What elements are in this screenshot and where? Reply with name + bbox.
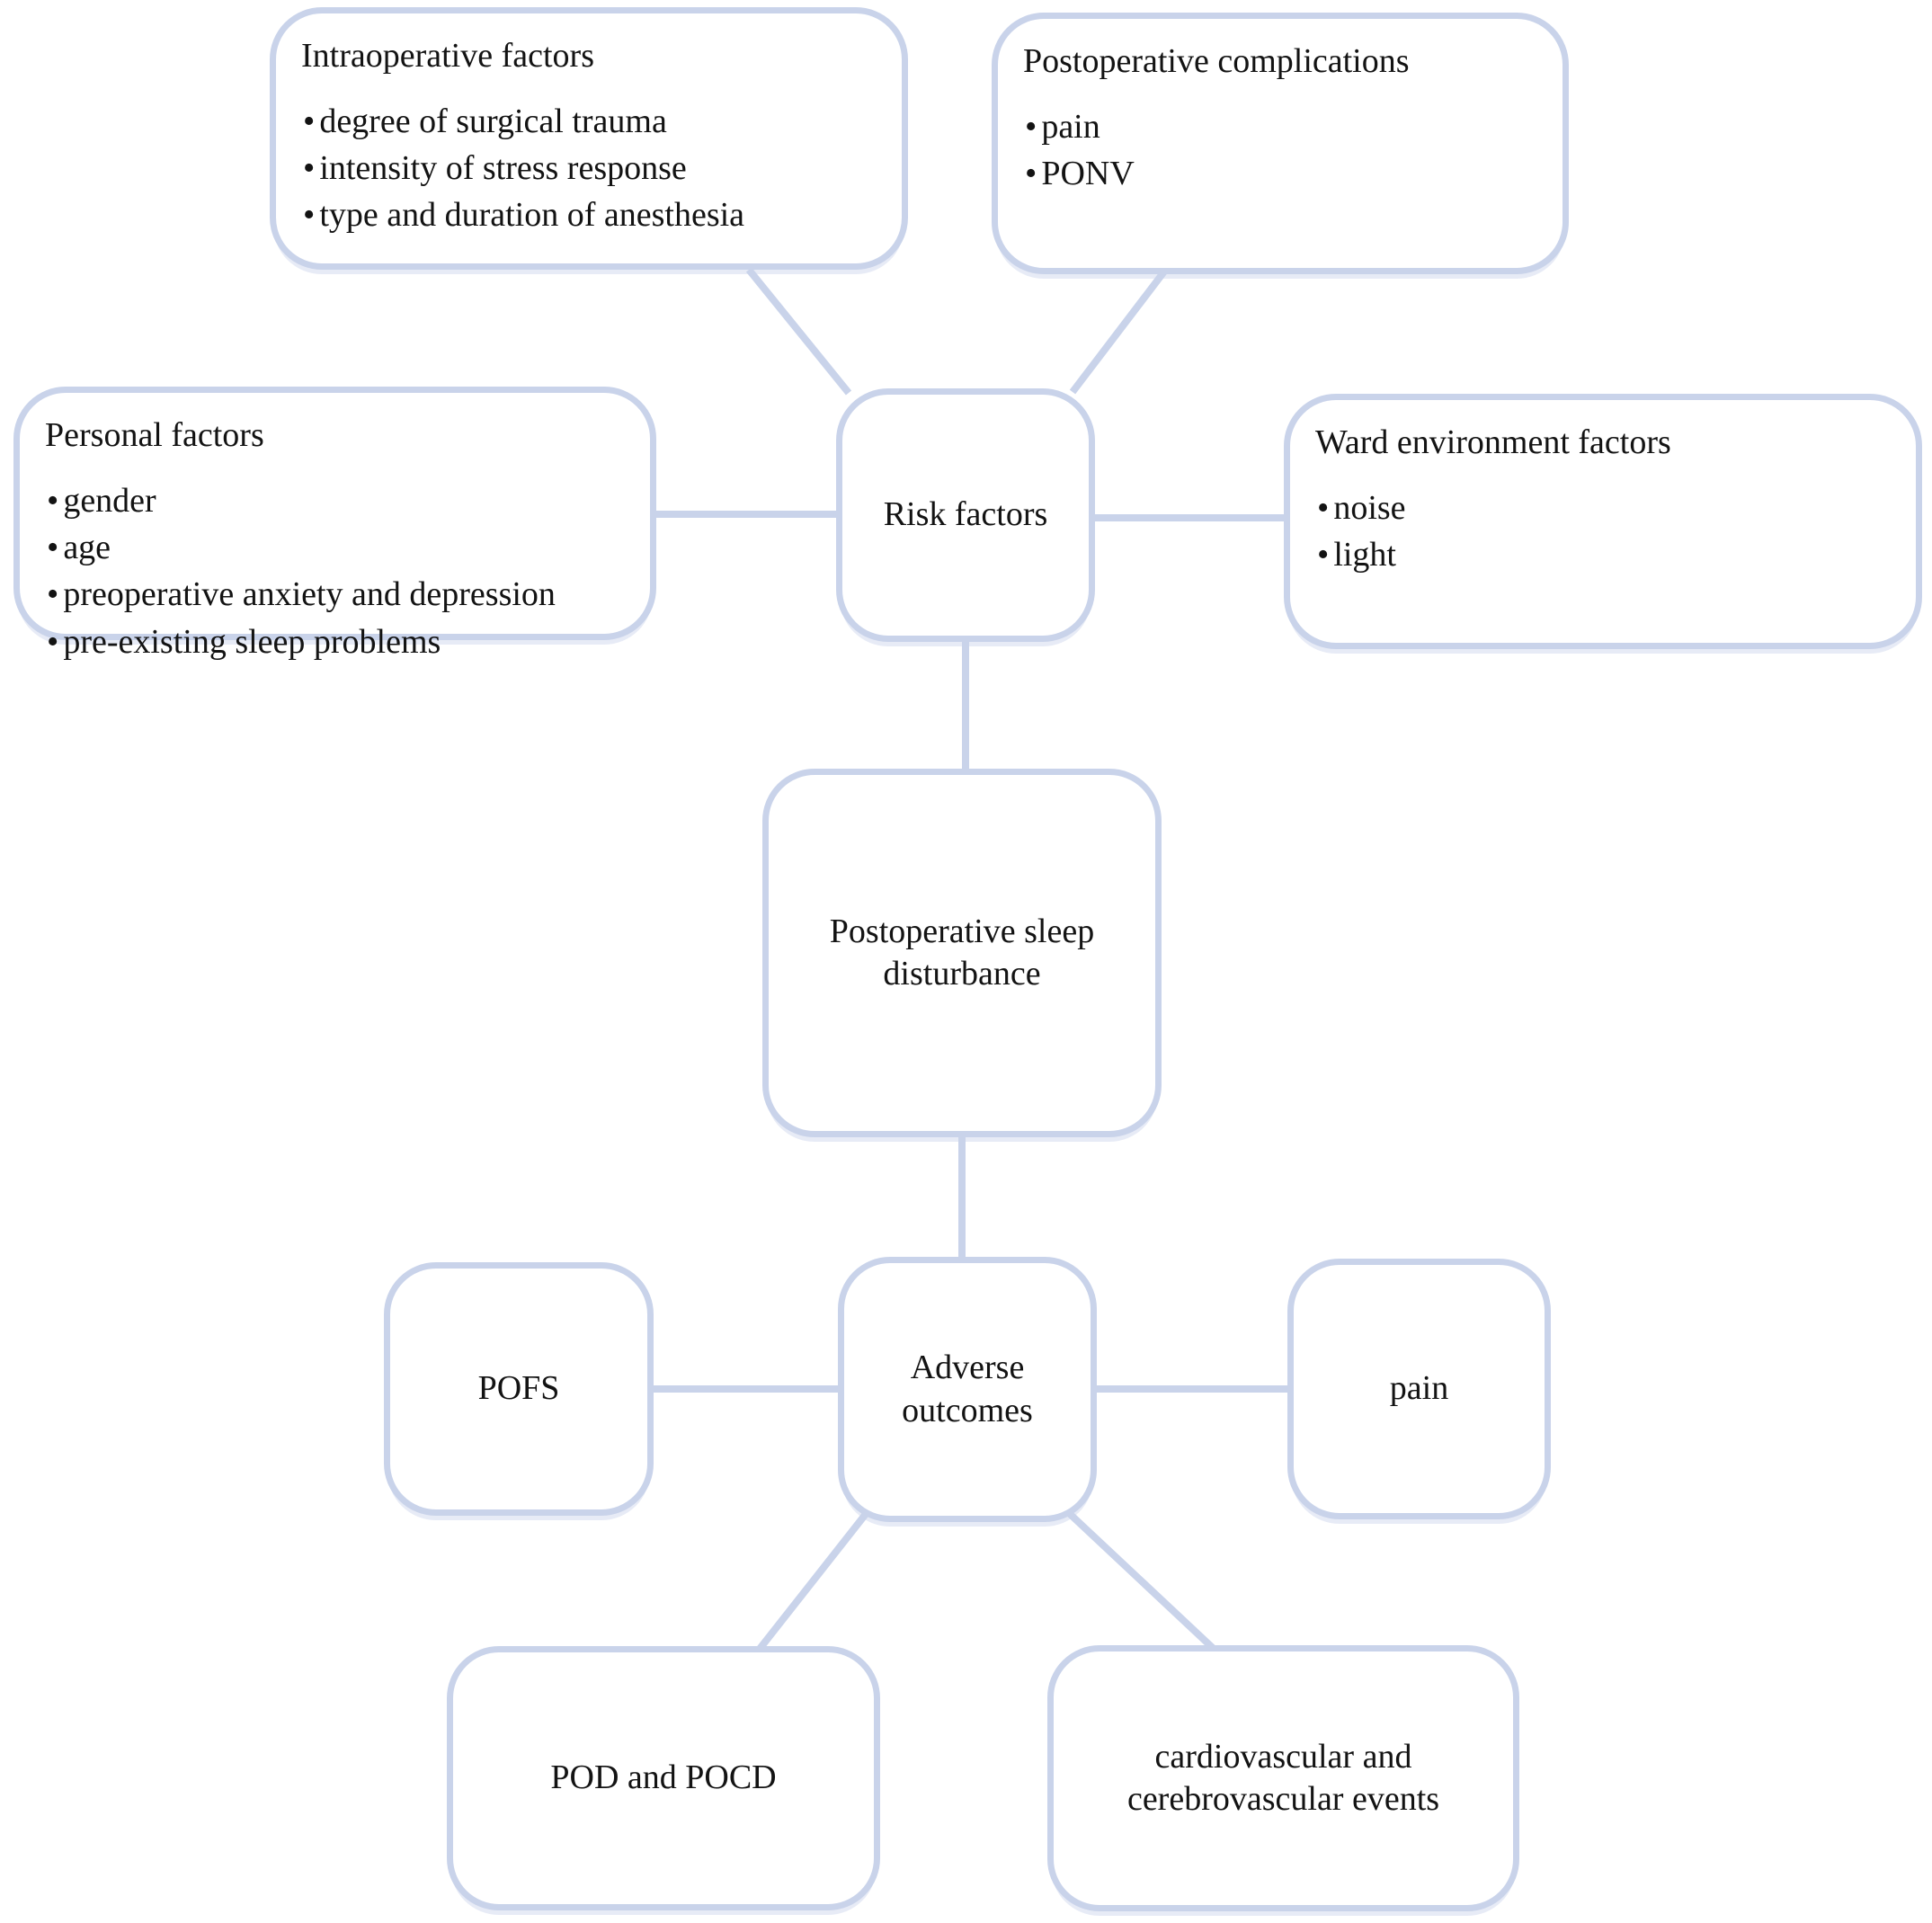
bullet-item: preoperative anxiety and depression (47, 571, 628, 618)
bullet-item: gender (47, 477, 628, 524)
node-cardiovascular-cerebrovascular-events: cardiovascular and cerebrovascular event… (1047, 1645, 1519, 1911)
node-pain-title: pain (1389, 1369, 1449, 1408)
bullet-item: type and duration of anesthesia (303, 191, 880, 238)
node-postoperative-complications: Postoperative complications pain PONV (992, 13, 1569, 274)
node-intraoperative-factors: Intraoperative factors degree of surgica… (270, 7, 908, 270)
bullet-item: age (47, 524, 628, 571)
bullet-item: pain (1025, 103, 1541, 150)
node-adverse-outcomes: Adverse outcomes (838, 1257, 1097, 1522)
bullet-item: degree of surgical trauma (303, 98, 880, 145)
bullet-item: intensity of stress response (303, 145, 880, 191)
node-ward-environment-factors-title: Ward environment factors (1315, 423, 1671, 461)
postoperative-complications-bullet-list: pain PONV (1023, 103, 1541, 198)
node-postoperative-sleep-disturbance-title: Postoperative sleep disturbance (829, 912, 1095, 993)
node-cardiovascular-cerebrovascular-events-title: cardiovascular and cerebrovascular event… (1126, 1737, 1440, 1819)
node-ward-environment-factors: Ward environment factors noise light (1284, 394, 1922, 649)
node-postoperative-complications-title: Postoperative complications (1023, 42, 1410, 80)
node-intraoperative-factors-title: Intraoperative factors (301, 37, 594, 75)
node-personal-factors-title: Personal factors (45, 416, 264, 454)
intraoperative-bullet-list: degree of surgical trauma intensity of s… (301, 98, 880, 239)
node-risk-factors-title: Risk factors (883, 495, 1048, 534)
ward-environment-bullet-list: noise light (1315, 485, 1894, 579)
bullet-item: PONV (1025, 150, 1541, 197)
bullet-item: light (1317, 531, 1894, 578)
bullet-item: pre-existing sleep problems (47, 619, 628, 665)
node-pain: pain (1287, 1259, 1551, 1519)
connector-intraoperative-risk (745, 267, 852, 396)
node-personal-factors: Personal factors gender age preoperative… (13, 387, 656, 661)
connector-adverse-cardio (1067, 1511, 1216, 1651)
node-adverse-outcomes-title: Adverse outcomes (902, 1349, 1033, 1429)
node-pod-and-pocd-title: POD and POCD (550, 1758, 777, 1797)
node-pofs: POFS (384, 1262, 654, 1516)
connector-postoperative-complications-risk (1069, 269, 1168, 395)
bullet-item: noise (1317, 485, 1894, 531)
node-postoperative-sleep-disturbance: Postoperative sleep disturbance (762, 769, 1162, 1137)
node-pod-and-pocd: POD and POCD (447, 1646, 880, 1910)
personal-factors-bullet-list: gender age preoperative anxiety and depr… (45, 477, 628, 666)
node-pofs-title: POFS (477, 1369, 560, 1408)
node-risk-factors: Risk factors (836, 388, 1095, 642)
connector-adverse-pod (756, 1511, 869, 1651)
